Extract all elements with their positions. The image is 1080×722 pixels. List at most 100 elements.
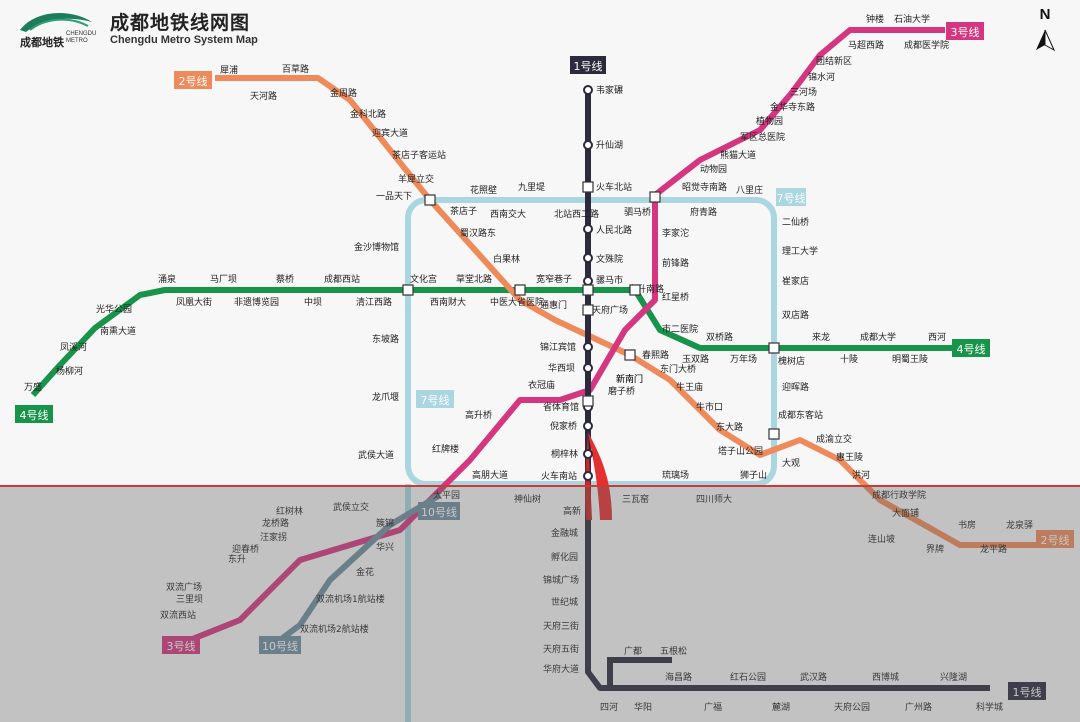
svg-text:4号线: 4号线: [20, 408, 49, 422]
station-label: 四川师大: [696, 493, 732, 505]
station-label: 九里堤: [518, 182, 545, 193]
line-badge-7-east: 7号线: [776, 188, 806, 206]
station-label: 红牌楼: [432, 443, 459, 455]
station-label: 锦水河: [808, 71, 835, 83]
svg-text:10号线: 10号线: [262, 639, 298, 653]
station-label: 连山坡: [868, 533, 895, 545]
station-label: 太平园: [433, 489, 460, 501]
station-label: 高新: [563, 505, 581, 517]
station-label: 龙桥路: [262, 517, 289, 529]
station-label: 钟楼: [866, 13, 884, 25]
station-label: 成都西站: [324, 273, 360, 285]
station-label: 三河场: [790, 86, 817, 98]
station-label: 迎晖路: [782, 381, 809, 393]
station-label: 驷马桥: [624, 206, 651, 218]
station-label: 孵化园: [551, 551, 578, 563]
line-3-route: [188, 27, 945, 643]
station-label: 华西坝: [548, 362, 575, 374]
station-label: 万盛: [24, 381, 42, 393]
svg-text:3号线: 3号线: [167, 639, 196, 653]
station-label: 桐梓林: [551, 448, 578, 460]
station-label: 清江西路: [356, 296, 392, 308]
station-label: 科学城: [976, 701, 1003, 713]
line-badge-10-south: 10号线: [259, 636, 301, 654]
station-label: 成都大学: [860, 331, 896, 343]
station-label: 昭觉寺南路: [682, 181, 727, 193]
station-label: 杨柳河: [56, 365, 83, 377]
station-label: 团结新区: [816, 55, 852, 67]
station-label: 蔡桥: [276, 273, 294, 285]
station-label: 火车南站: [541, 470, 577, 482]
station-label: 高朋大道: [472, 469, 508, 481]
station-label: 高升桥: [465, 409, 492, 421]
station-label: 五根松: [660, 645, 687, 657]
station-label: 双桥路: [706, 331, 733, 343]
svg-text:1号线: 1号线: [574, 59, 603, 73]
line-badge-10: 10号线: [418, 502, 460, 520]
station-label: 双店路: [782, 309, 809, 321]
station-label: 金科北路: [350, 108, 386, 120]
station-label: 动物园: [700, 163, 727, 175]
station-label: 西南财大: [430, 296, 466, 308]
svg-text:10号线: 10号线: [421, 505, 457, 519]
station-label: 市二医院: [662, 323, 698, 335]
station-label: 人民北路: [596, 224, 632, 236]
station-label: 崔家店: [782, 275, 809, 287]
station-label: 中医大省医院: [490, 296, 544, 308]
svg-text:2号线: 2号线: [1041, 533, 1070, 547]
station-label: 神仙树: [514, 493, 541, 505]
station-label: 东坡路: [372, 333, 399, 345]
station-label: 龙平路: [980, 543, 1007, 555]
station-label: 红树林: [276, 505, 303, 517]
station-label: 界牌: [926, 543, 944, 555]
station-label: 李家沱: [662, 227, 689, 239]
station-label: 红星桥: [662, 291, 689, 303]
station-label: 金融城: [551, 527, 578, 539]
station-label: 凤溪河: [60, 341, 87, 353]
interchange-markers: [402, 181, 780, 440]
line-badge-2-east: 2号线: [1036, 530, 1074, 548]
station-label: 塔子山公园: [718, 445, 763, 457]
line-badge-4: 4号线: [952, 339, 990, 357]
station-label: 书房: [958, 519, 976, 531]
station-label: 牛王庙: [676, 381, 703, 393]
station-label: 兴隆湖: [940, 671, 967, 683]
line-badge-1: 1号线: [570, 56, 606, 74]
station-label: 倪家桥: [550, 420, 577, 432]
station-label: 火车北站: [596, 181, 632, 193]
station-label: 涌泉: [158, 273, 176, 285]
station-label: 华府大道: [543, 663, 579, 675]
line-badge-3: 3号线: [946, 22, 984, 40]
station-label: 百草路: [282, 63, 309, 75]
station-label: 明蜀王陵: [892, 354, 928, 365]
station-label: 麓湖: [772, 701, 790, 713]
station-label: 锦江宾馆: [540, 341, 576, 353]
svg-text:4号线: 4号线: [957, 342, 986, 356]
station-label: 春熙路: [642, 349, 669, 361]
line-badge-7: 7号线: [416, 390, 454, 408]
station-label: 犀浦: [220, 64, 238, 76]
station-label: 锦城广场: [543, 574, 579, 586]
station-label: 汪家拐: [260, 531, 287, 543]
station-label: 通惠门: [540, 299, 567, 311]
logo-text: 成都地铁: [20, 36, 64, 49]
station-label: 大观: [782, 457, 800, 469]
station-label: 武汉路: [800, 671, 827, 683]
station-label: 东升: [228, 553, 246, 565]
station-label: 西河: [928, 331, 946, 343]
station-label: 蜀汉路东: [460, 227, 496, 239]
station-label: 槐树店: [778, 355, 805, 367]
station-label: 羊犀立交: [398, 173, 434, 185]
station-label: 金花: [356, 566, 374, 578]
station-label: 二仙桥: [782, 216, 809, 228]
svg-text:7号线: 7号线: [777, 191, 806, 205]
station-label: 草堂北路: [456, 273, 492, 285]
station-label: 文殊院: [596, 253, 623, 265]
station-label: 十陵: [840, 353, 858, 365]
station-label: 一品天下: [376, 191, 412, 202]
station-label: 龙泉驿: [1006, 519, 1033, 531]
shaded-overlay: [0, 486, 1080, 722]
station-label: 理工大学: [782, 245, 818, 257]
station-label: 广都: [624, 645, 642, 657]
